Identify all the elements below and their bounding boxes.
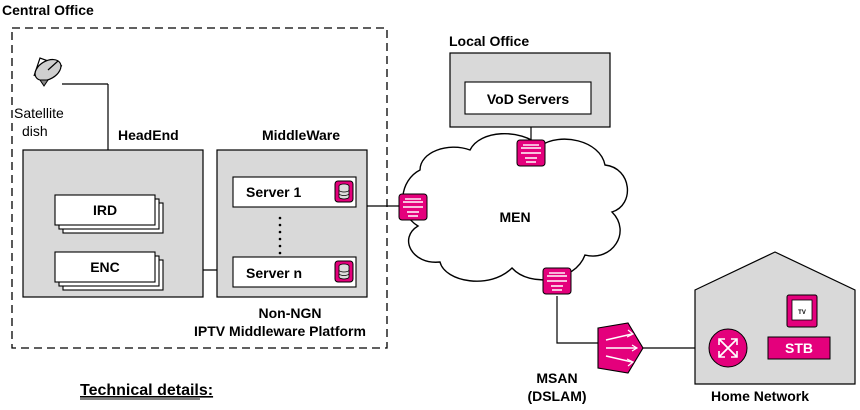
msan-label-line1: MSAN	[536, 370, 577, 386]
satellite-label-line2: dish	[22, 123, 48, 139]
central-office-title: Central Office	[2, 2, 94, 18]
vod-servers-label: VoD Servers	[487, 91, 569, 107]
tv-icon: TV	[786, 294, 818, 328]
enc-box	[54, 251, 156, 283]
satellite-dish-icon	[33, 57, 108, 87]
ird-label: IRD	[93, 202, 117, 218]
tv-label: TV	[798, 310, 806, 316]
middleware-title: MiddleWare	[262, 127, 340, 143]
enc-label: ENC	[90, 259, 120, 275]
switch-icon	[516, 139, 546, 167]
platform-label-line1: Non-NGN	[259, 305, 322, 321]
headend-title: HeadEnd	[118, 127, 179, 143]
switch-icon	[398, 193, 428, 221]
database-icon	[334, 180, 354, 203]
msan-label-line2: (DSLAM)	[527, 388, 586, 404]
platform-label-line2: IPTV Middleware Platform	[194, 323, 366, 339]
server-1-label: Server 1	[246, 184, 301, 200]
satellite-label-line1: Satellite	[14, 105, 64, 121]
men-label: MEN	[499, 209, 530, 225]
enc-stack: ENC	[54, 251, 164, 291]
msan-icon	[597, 322, 644, 374]
ird-box	[54, 194, 156, 226]
ird-stack: IRD	[54, 194, 164, 234]
database-icon	[334, 260, 354, 283]
stb-label: STB	[785, 340, 813, 356]
router-icon	[708, 328, 748, 368]
link-men-msan	[556, 296, 598, 344]
men-cloud	[402, 133, 628, 282]
stb-box	[767, 336, 831, 360]
home-network-label: Home Network	[711, 388, 809, 404]
central-office-boundary	[11, 27, 388, 349]
vertical-ellipsis	[278, 216, 282, 255]
technical-details-heading: Technical details:	[80, 382, 213, 399]
local-office-title: Local Office	[449, 33, 529, 49]
server-n-label: Server n	[246, 265, 302, 281]
vod-servers-box	[464, 81, 592, 115]
switch-icon	[542, 267, 572, 295]
